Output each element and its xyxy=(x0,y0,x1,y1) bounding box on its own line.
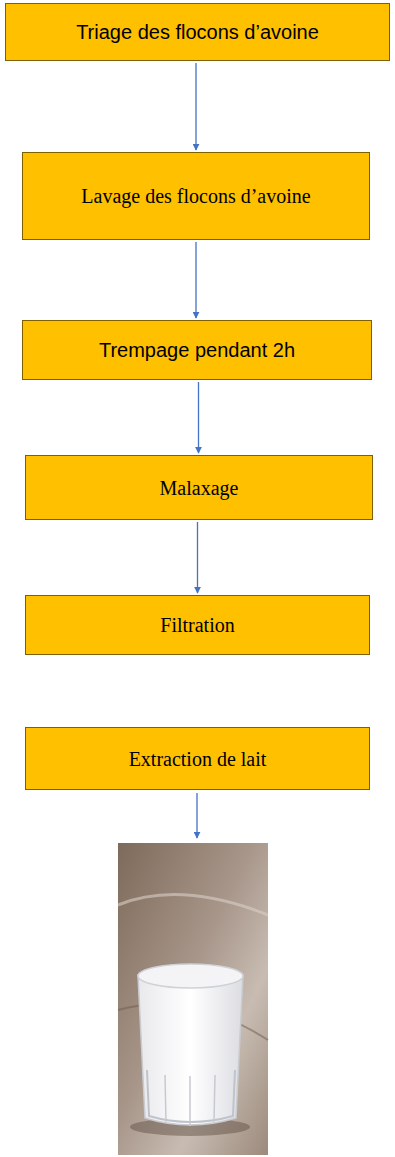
milk-glass-photo xyxy=(118,843,268,1155)
step-label: Lavage des flocons d’avoine xyxy=(81,183,310,209)
glass-facet xyxy=(214,1075,215,1122)
arrow-to-photo xyxy=(196,793,197,838)
flow-arrow xyxy=(197,522,198,593)
step-label: Filtration xyxy=(160,612,234,638)
glass-base-facets xyxy=(147,1070,235,1122)
glass-body xyxy=(138,975,243,1125)
process-box: Triage des flocons d’avoine xyxy=(5,3,390,61)
process-box: Extraction de lait xyxy=(25,727,370,790)
step-label: Extraction de lait xyxy=(129,746,267,772)
process-box: Trempage pendant 2h xyxy=(22,320,372,380)
step-label: Malaxage xyxy=(160,475,239,501)
process-box: Malaxage xyxy=(25,455,373,520)
glass-facet xyxy=(165,1075,166,1122)
process-box: Filtration xyxy=(25,595,370,655)
step-label: Trempage pendant 2h xyxy=(99,337,295,363)
marble-vein xyxy=(118,895,268,915)
process-box: Lavage des flocons d’avoine xyxy=(22,152,370,240)
flow-arrow xyxy=(195,63,196,150)
flow-arrow xyxy=(195,242,196,318)
glass-facet xyxy=(189,1076,191,1126)
marble-ground xyxy=(118,843,268,1155)
glass-rim xyxy=(138,964,243,988)
flow-arrow xyxy=(198,382,199,453)
step-label: Triage des flocons d’avoine xyxy=(76,19,319,45)
